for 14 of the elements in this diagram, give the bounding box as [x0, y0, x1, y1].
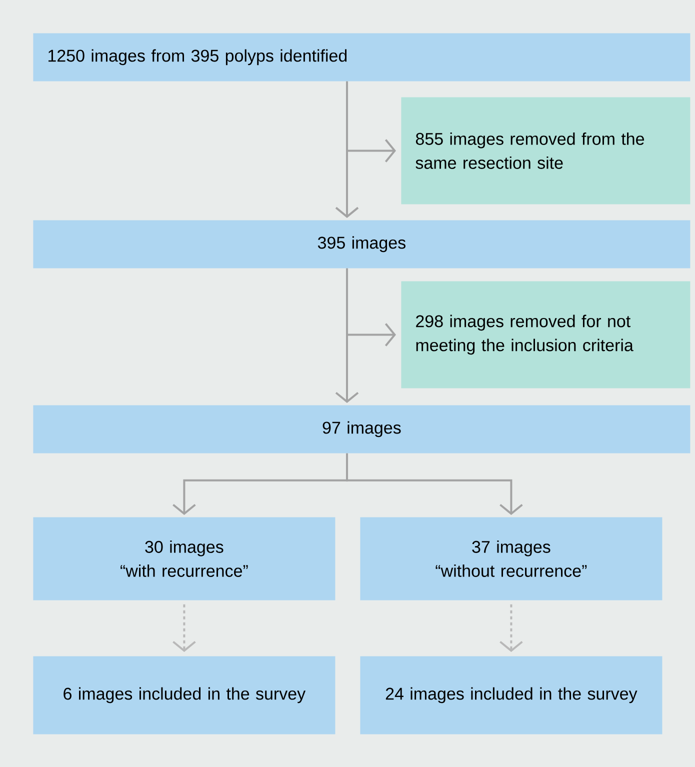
- process-box: 37 images “without recurrence”: [360, 517, 662, 600]
- arrow: [346, 453, 523, 515]
- arrow: [335, 81, 359, 218]
- exclusion-box: 855 images removed from the same resection site: [401, 97, 690, 204]
- process-box: 30 images “with recurrence”: [33, 517, 336, 600]
- arrow: [500, 604, 523, 652]
- process-box: 97 images: [33, 405, 690, 454]
- process-box: 1250 images from 395 polyps identified: [33, 33, 690, 82]
- process-box: 395 images: [33, 220, 690, 268]
- process-box: 24 images included in the survey: [360, 656, 662, 734]
- exclusion-box: 298 images removed for not meeting the inclusion criteria: [401, 281, 690, 388]
- arrow: [172, 604, 196, 652]
- arrow: [335, 268, 359, 403]
- process-box: 6 images included in the survey: [33, 656, 336, 734]
